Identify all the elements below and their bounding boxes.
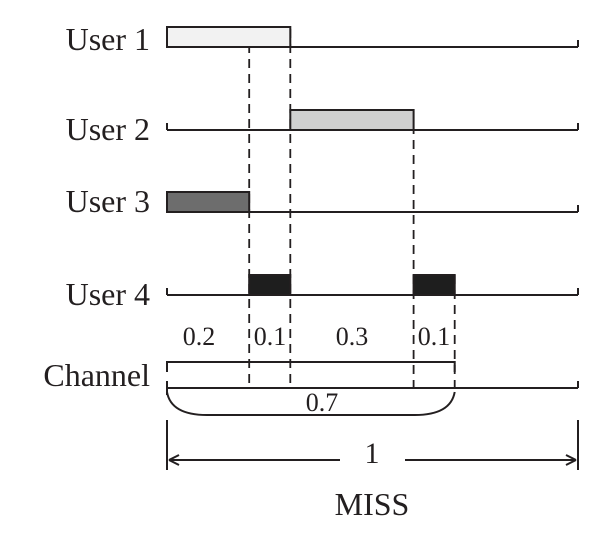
channel-label: Channel [43,357,150,393]
user-3-tx-bar-1 [166,191,251,213]
interval-label-1: 0.2 [183,322,216,351]
total-arrow-right-head [565,454,577,466]
total-duration-label: 1 [365,437,380,470]
busy-duration-label: 0.7 [306,388,339,417]
interval-label-4: 0.1 [418,322,451,351]
interval-label-3: 0.3 [336,322,369,351]
user-4-label: User 4 [66,276,150,312]
total-arrow-left-head [168,454,180,466]
interval-label-2: 0.1 [254,322,287,351]
interval-bracket [166,361,456,372]
user-2-label: User 2 [66,111,150,147]
user-2-tx-bar-1 [289,109,415,131]
diagram-geometry [166,26,579,470]
user-1-label: User 1 [66,21,150,57]
user-4-tx-bar-1 [248,274,292,296]
diagram-title: MISS [335,486,410,522]
user-4-tx-bar-2 [412,274,456,296]
busy-duration-brace [166,391,456,416]
user-1-tx-bar-1 [166,26,292,48]
user-3-label: User 3 [66,183,150,219]
